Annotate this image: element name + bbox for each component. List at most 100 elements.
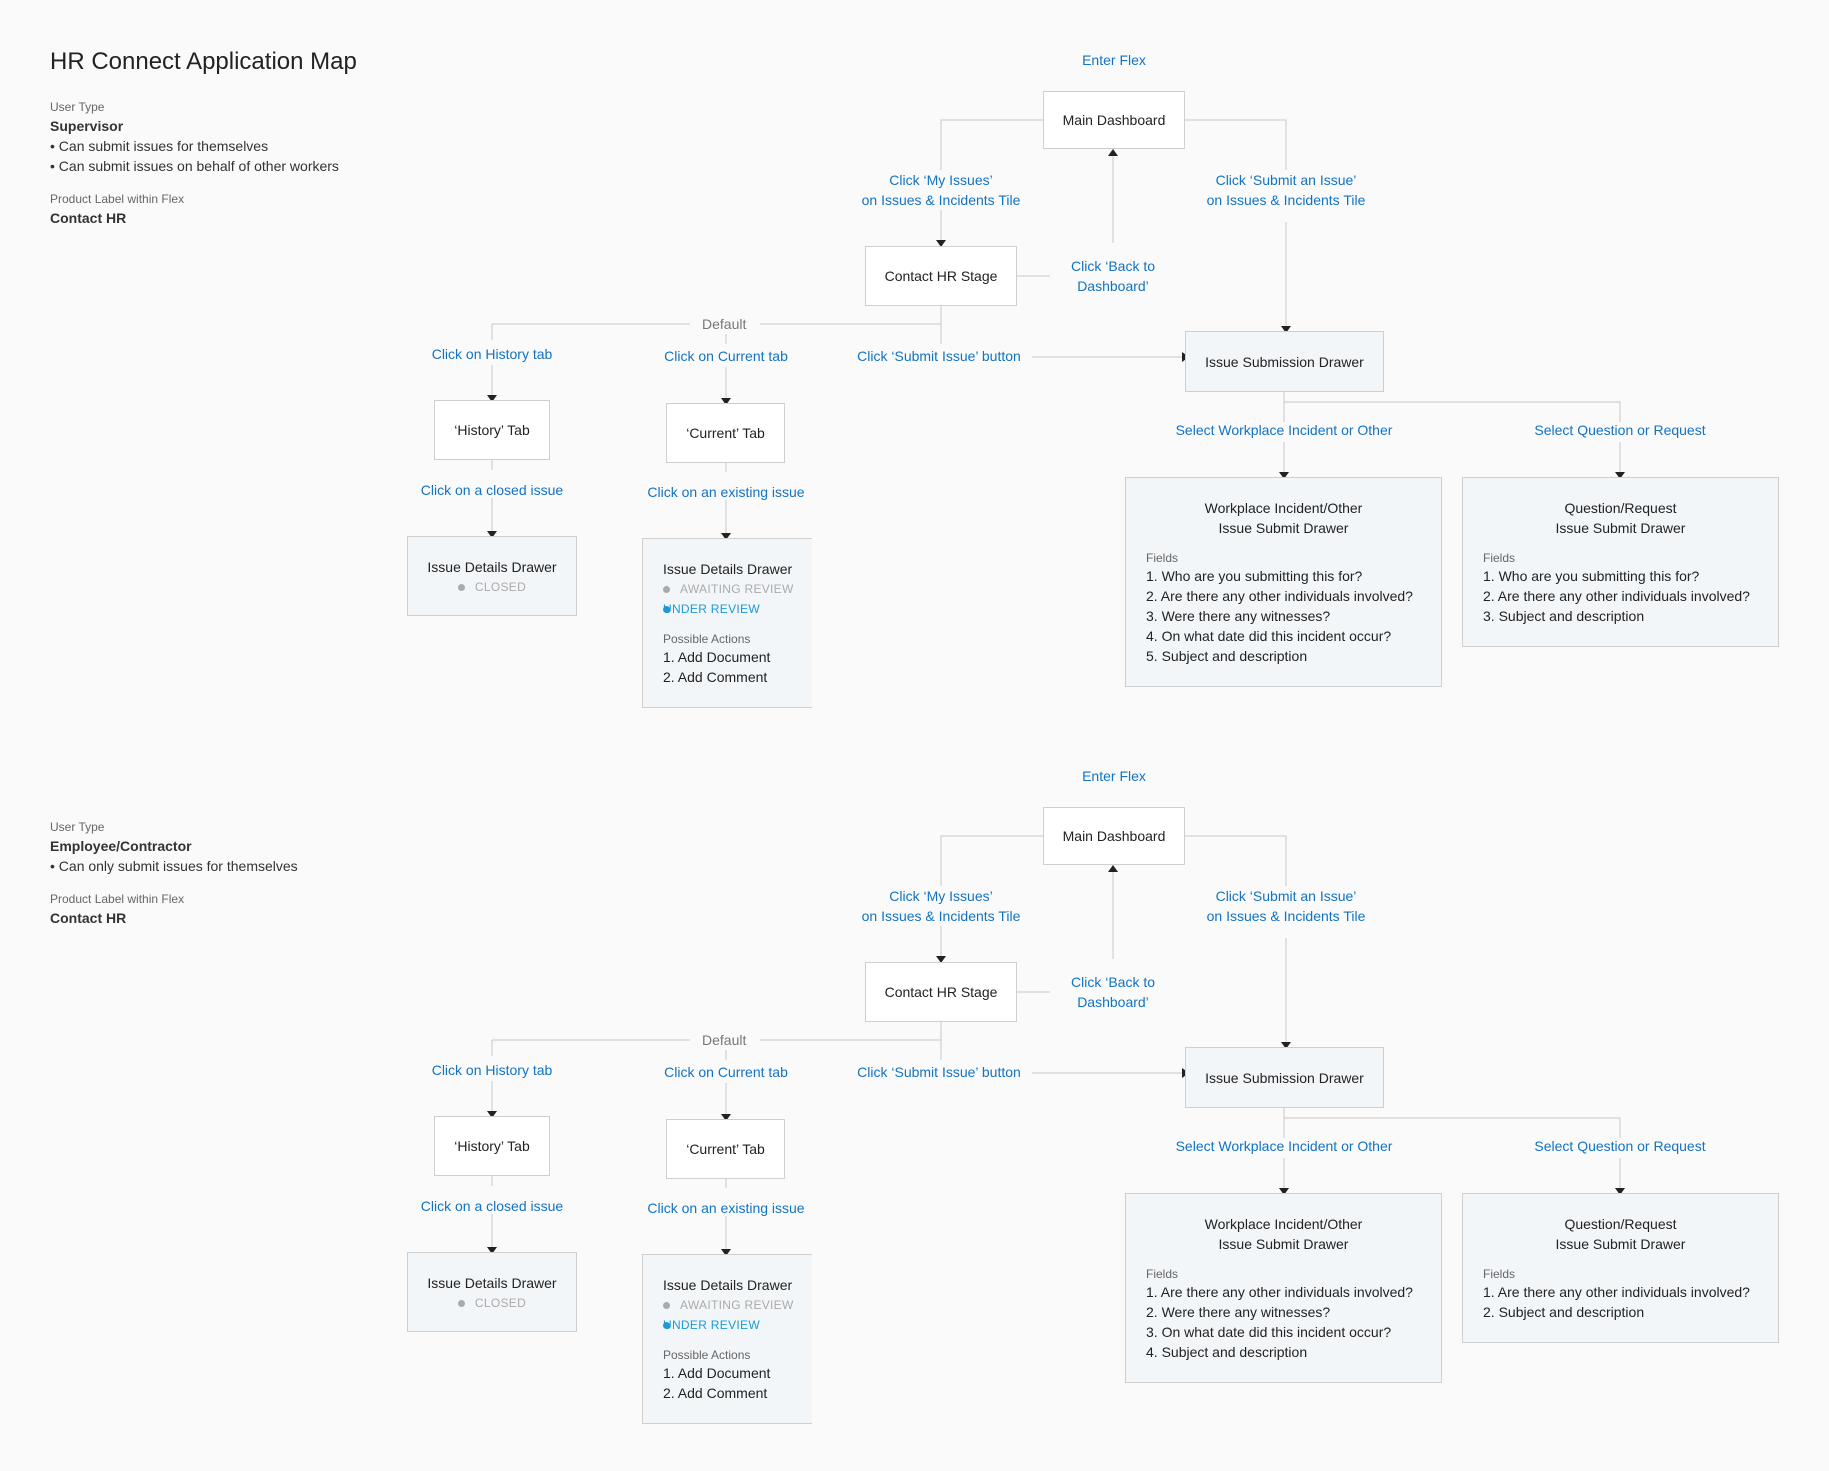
capability-item: • Can only submit issues for themselves bbox=[50, 858, 298, 874]
status-awaiting-review: AWAITING REVIEW bbox=[663, 1295, 812, 1315]
status-dot-icon bbox=[457, 583, 465, 591]
click-history-tab-label: Click on History tab bbox=[431, 346, 553, 362]
fields-label: Fields bbox=[1146, 1267, 1179, 1281]
click-closed-issue-label: Click on a closed issue bbox=[420, 1198, 564, 1214]
click-submit-issue-button-label: Click ‘Submit Issue’ button bbox=[857, 348, 1021, 364]
drawer-title: Issue Details Drawer bbox=[427, 1275, 557, 1291]
issue-details-drawer-closed: Issue Details Drawer CLOSED bbox=[407, 536, 577, 616]
product-label-caption: Product Label within Flex bbox=[50, 192, 185, 206]
possible-actions-label: Possible Actions bbox=[663, 632, 751, 646]
click-history-tab-label: Click on History tab bbox=[431, 1062, 553, 1078]
field-item: 1. Are there any other individuals invol… bbox=[1483, 1284, 1750, 1300]
user-type-value: Supervisor bbox=[50, 118, 124, 134]
field-item: 4. Subject and description bbox=[1146, 1344, 1308, 1360]
main-dashboard-node: Main Dashboard bbox=[1043, 807, 1185, 865]
page-title: HR Connect Application Map bbox=[50, 48, 357, 75]
default-label: Default bbox=[694, 316, 755, 332]
drawer-title: Issue Details Drawer bbox=[663, 1277, 793, 1293]
click-closed-issue-label: Click on a closed issue bbox=[420, 482, 564, 498]
drawer-title: Issue Details Drawer bbox=[427, 559, 557, 575]
user-info-block: User Type Supervisor • Can submit issues… bbox=[50, 100, 339, 226]
field-item: 1. Who are you submitting this for? bbox=[1146, 568, 1363, 584]
issue-details-drawer-current: Issue Details Drawer AWAITING REVIEW UND… bbox=[642, 1254, 812, 1424]
select-workplace-label: Select Workplace Incident or Other bbox=[1175, 422, 1393, 438]
click-my-issues-label: Click ‘My Issues’on Issues & Incidents T… bbox=[861, 888, 1021, 924]
click-current-tab-label: Click on Current tab bbox=[664, 1064, 788, 1080]
status-dot-icon bbox=[663, 1321, 670, 1329]
status-closed: CLOSED bbox=[408, 577, 576, 597]
fields-label: Fields bbox=[1483, 551, 1516, 565]
issue-details-drawer-closed: Issue Details Drawer CLOSED bbox=[407, 1252, 577, 1332]
user-type-value: Employee/Contractor bbox=[50, 838, 192, 854]
click-current-tab-label: Click on Current tab bbox=[664, 348, 788, 364]
click-existing-issue-label: Click on an existing issue bbox=[647, 484, 805, 500]
status-dot-icon bbox=[457, 1299, 465, 1307]
history-tab-node: ‘History’ Tab bbox=[434, 400, 550, 460]
fields-label: Fields bbox=[1146, 551, 1179, 565]
action-item: 2. Add Comment bbox=[663, 669, 768, 685]
capability-item: • Can submit issues on behalf of other w… bbox=[50, 158, 339, 174]
enter-flex-label: Enter Flex bbox=[1082, 52, 1146, 68]
main-dashboard-node: Main Dashboard bbox=[1043, 91, 1185, 149]
field-item: 3. Were there any witnesses? bbox=[1146, 608, 1331, 624]
field-item: 5. Subject and description bbox=[1146, 648, 1308, 664]
field-item: 3. Subject and description bbox=[1483, 608, 1645, 624]
status-closed: CLOSED bbox=[408, 1293, 576, 1313]
field-item: 2. Are there any other individuals invol… bbox=[1146, 588, 1413, 604]
field-item: 2. Are there any other individuals invol… bbox=[1483, 588, 1750, 604]
click-existing-issue-label: Click on an existing issue bbox=[647, 1200, 805, 1216]
flow-section-supervisor: User Type Supervisor • Can submit issues… bbox=[0, 0, 1829, 720]
status-under-review: UNDER REVIEW bbox=[663, 1318, 760, 1332]
select-workplace-label: Select Workplace Incident or Other bbox=[1175, 1138, 1393, 1154]
fields-label: Fields bbox=[1483, 1267, 1516, 1281]
product-label-value: Contact HR bbox=[50, 910, 127, 926]
user-type-label: User Type bbox=[50, 820, 105, 834]
select-question-label: Select Question or Request bbox=[1534, 422, 1706, 438]
action-item: 2. Add Comment bbox=[663, 1385, 768, 1401]
status-awaiting-review: AWAITING REVIEW bbox=[663, 579, 812, 599]
connector-lines bbox=[487, 119, 1625, 540]
select-question-label: Select Question or Request bbox=[1534, 1138, 1706, 1154]
field-item: 1. Are there any other individuals invol… bbox=[1146, 1284, 1413, 1300]
issue-details-drawer-current: Issue Details Drawer AWAITING REVIEW UND… bbox=[642, 538, 812, 708]
history-tab-node: ‘History’ Tab bbox=[434, 1116, 550, 1176]
current-tab-node: ‘Current’ Tab bbox=[666, 1119, 785, 1179]
enter-flex-label: Enter Flex bbox=[1082, 768, 1146, 784]
click-submit-issue-button-label: Click ‘Submit Issue’ button bbox=[857, 1064, 1021, 1080]
product-label-caption: Product Label within Flex bbox=[50, 892, 185, 906]
connector-lines bbox=[487, 835, 1625, 1256]
field-item: 2. Were there any witnesses? bbox=[1146, 1304, 1331, 1320]
field-item: 3. On what date did this incident occur? bbox=[1146, 1324, 1392, 1340]
click-submit-an-issue-label: Click ‘Submit an Issue’on Issues & Incid… bbox=[1206, 172, 1366, 208]
status-dot-icon bbox=[663, 585, 670, 593]
capability-item: • Can submit issues for themselves bbox=[50, 138, 269, 154]
user-type-label: User Type bbox=[50, 100, 105, 114]
current-tab-node: ‘Current’ Tab bbox=[666, 403, 785, 463]
contact-hr-stage-node: Contact HR Stage bbox=[865, 962, 1017, 1022]
user-info-block: User Type Employee/Contractor • Can only… bbox=[50, 820, 298, 926]
possible-actions-label: Possible Actions bbox=[663, 1348, 751, 1362]
status-under-review: UNDER REVIEW bbox=[663, 602, 760, 616]
drawer-title: Issue Details Drawer bbox=[663, 561, 793, 577]
action-item: 1. Add Document bbox=[663, 1365, 771, 1381]
field-item: 2. Subject and description bbox=[1483, 1304, 1645, 1320]
product-label-value: Contact HR bbox=[50, 210, 127, 226]
click-submit-an-issue-label: Click ‘Submit an Issue’on Issues & Incid… bbox=[1206, 888, 1366, 924]
status-dot-icon bbox=[663, 1301, 670, 1309]
contact-hr-stage-node: Contact HR Stage bbox=[865, 246, 1017, 306]
click-my-issues-label: Click ‘My Issues’on Issues & Incidents T… bbox=[861, 172, 1021, 208]
issue-submission-drawer-node: Issue Submission Drawer bbox=[1185, 331, 1384, 392]
field-item: 1. Who are you submitting this for? bbox=[1483, 568, 1700, 584]
flow-section-employee: User Type Employee/Contractor • Can only… bbox=[0, 716, 1829, 1436]
default-label: Default bbox=[694, 1032, 755, 1048]
